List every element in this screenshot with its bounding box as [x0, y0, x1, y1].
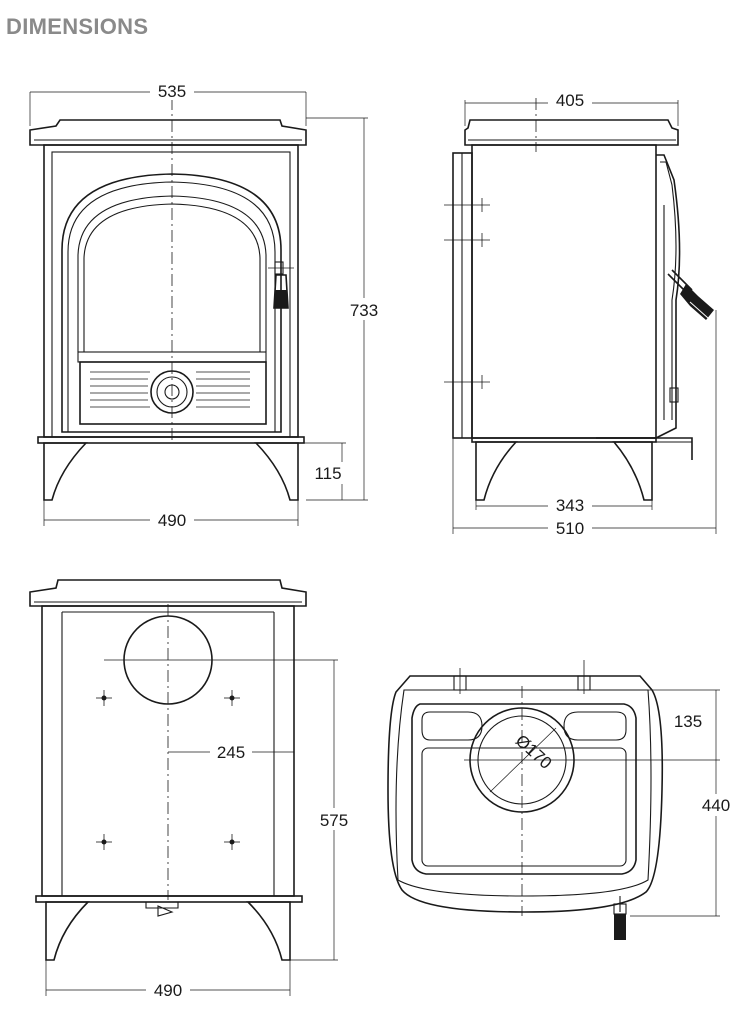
top-depth-label: 440	[698, 794, 738, 816]
front-base-width-label: 490	[150, 510, 194, 530]
front-leg-height-label: 115	[312, 462, 346, 484]
rear-view	[29, 579, 338, 996]
front-width-label: 535	[150, 82, 194, 101]
svg-text:135: 135	[674, 712, 702, 731]
svg-text:343: 343	[556, 496, 584, 515]
svg-text:245: 245	[217, 743, 245, 762]
svg-text:575: 575	[320, 811, 348, 830]
svg-text:510: 510	[556, 519, 584, 538]
rear-base-width-label: 490	[146, 980, 190, 1000]
top-view	[387, 660, 720, 940]
svg-text:490: 490	[158, 511, 186, 530]
svg-text:440: 440	[702, 796, 730, 815]
top-flue-depth-label: 135	[672, 710, 712, 732]
front-height-label: 733	[344, 298, 384, 320]
side-total-depth-label: 510	[548, 519, 592, 538]
svg-text:Ø170: Ø170	[512, 731, 556, 773]
side-leg-span-label: 343	[548, 496, 592, 515]
svg-text:405: 405	[556, 91, 584, 110]
rear-flue-offset-label: 245	[210, 742, 252, 762]
top-flue-diameter-label: Ø170	[512, 731, 556, 773]
svg-text:115: 115	[314, 464, 341, 483]
page-title: DIMENSIONS	[6, 14, 149, 39]
side-view	[444, 98, 717, 534]
svg-text:490: 490	[154, 981, 182, 1000]
side-top-depth-label: 405	[548, 91, 592, 110]
svg-text:535: 535	[158, 82, 186, 101]
front-view	[29, 91, 368, 526]
rear-flue-height-label: 575	[314, 808, 354, 830]
svg-text:733: 733	[350, 301, 378, 320]
